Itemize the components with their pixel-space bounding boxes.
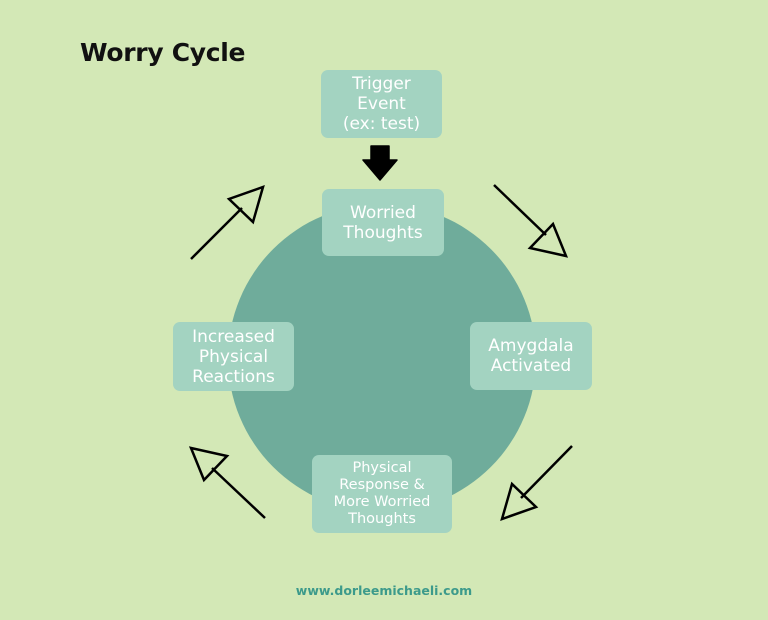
physical-response-box: Physical Response & More Worried Thought…: [312, 455, 452, 533]
increased-reactions-box: Increased Physical Reactions: [173, 322, 294, 391]
cycle-arrow-icon: [190, 185, 265, 260]
cycle-arrow-icon: [500, 445, 573, 521]
cycle-arrow-icon: [493, 184, 569, 258]
trigger-event-box: Trigger Event (ex: test): [321, 70, 442, 138]
down-arrow-icon: [362, 145, 398, 181]
website-footer: www.dorleemichaeli.com: [295, 583, 473, 598]
page-title: Worry Cycle: [80, 38, 246, 67]
amygdala-activated-box: Amygdala Activated: [470, 322, 592, 390]
cycle-arrow-icon: [188, 446, 266, 519]
worried-thoughts-box: Worried Thoughts: [322, 189, 444, 256]
